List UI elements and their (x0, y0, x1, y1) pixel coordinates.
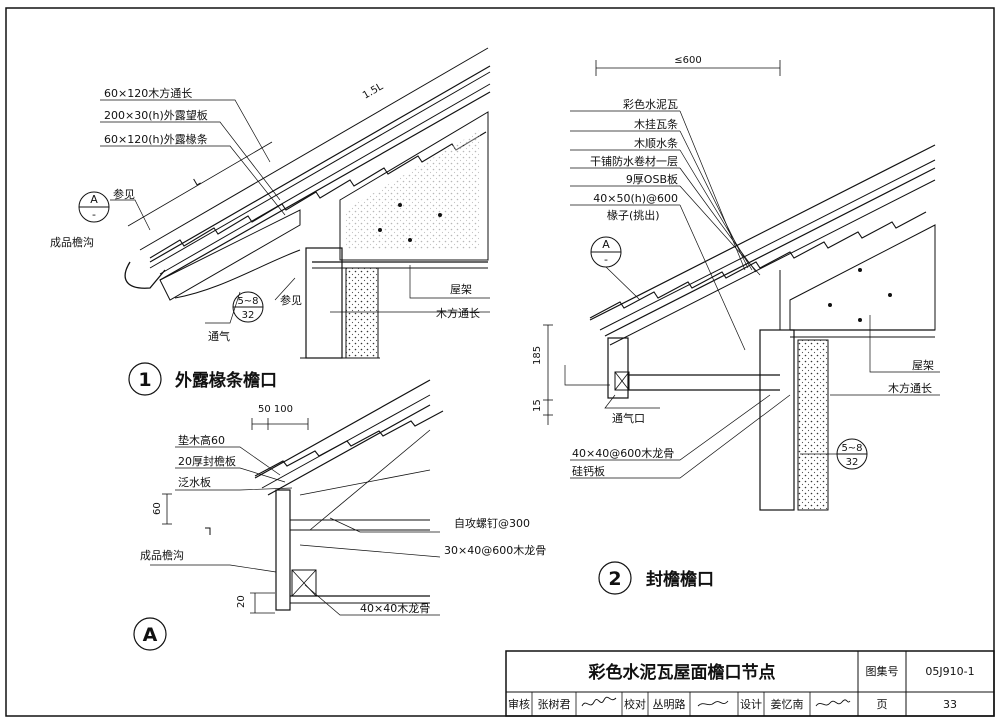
detail1-ref-a-bottom: - (92, 208, 96, 221)
detail2-ref-b-bubble (800, 438, 868, 470)
detailA-flash-label: 泛水板 (178, 475, 211, 489)
detail2-number-circle (598, 561, 632, 595)
page-number: 33 (943, 698, 957, 711)
detail2-batten-label: 木挂瓦条 (634, 117, 678, 131)
detail1-vent-label: 通气 (208, 329, 230, 343)
sheet-title: 彩色水泥瓦屋面檐口节点 (588, 662, 776, 683)
detail2-joist-label: 40×40@600木龙骨 (572, 447, 674, 460)
title-block (505, 650, 995, 717)
detail1-ref-b-bubble (232, 291, 264, 323)
detail2-beam-label: 木方通长 (888, 381, 932, 395)
detail2-osb-label: 9厚OSB板 (626, 172, 678, 186)
detail1-fascia-label: 200×30(h)外露望板 (104, 108, 208, 122)
detailA-number-circle (133, 617, 167, 651)
detailA-dims-label: 50 100 (258, 404, 293, 415)
detail2-ref-a-bottom: - (604, 253, 608, 266)
detail2-tile-label: 彩色水泥瓦 (623, 97, 678, 111)
detail2-ref-b-bottom: 32 (846, 457, 859, 468)
detail2-rafter-label: 40×50(h)@600 (593, 192, 678, 205)
detail2-ref-a-bubble (590, 236, 641, 301)
detail1-number: 1 (138, 369, 151, 391)
detail1-rafter-label: 60×120(h)外露椽条 (104, 132, 208, 146)
atlas-label: 图集号 (866, 664, 899, 678)
detailA-fascia-label: 20厚封檐板 (178, 454, 236, 468)
detail2-number: 2 (608, 568, 621, 590)
detail1-span-label: L (192, 176, 203, 189)
check-label: 校对 (624, 697, 646, 711)
designer-name: 姜忆南 (771, 697, 804, 711)
detail1-ref-a-bubble (78, 191, 110, 223)
detail2-board-label: 硅钙板 (572, 464, 605, 478)
detail1-slope-label: 1.5L (361, 81, 385, 101)
detail-2-drawing (543, 60, 940, 511)
reviewer-signature (581, 696, 617, 707)
detail2-truss-label: 屋架 (912, 359, 934, 372)
detail1-ref-a-top: A (90, 193, 98, 206)
detailA-screw-label: 自攻螺钉@300 (454, 516, 530, 530)
detail2-ref-b-top: 5~8 (841, 443, 862, 454)
design-label: 设计 (740, 698, 762, 711)
detailA-gutter-label: 成品檐沟 (140, 548, 184, 562)
reviewer-name: 张树君 (538, 697, 571, 711)
review-label: 审核 (508, 697, 530, 711)
detail1-beam-label: 木方通长 (436, 306, 480, 320)
detailA-dim20-label: 20 (236, 595, 247, 608)
detail1-gutter-label: 成品檐沟 (50, 235, 94, 249)
detail1-purlin-label: 60×120木方通长 (104, 86, 192, 100)
detail1-ref-b-top: 5~8 (237, 296, 258, 307)
detail2-dim1-label: 185 (532, 346, 543, 365)
detailA-joist-label: 30×40@600木龙骨 (444, 544, 546, 557)
detail2-rafter2-label: 椽子(挑出) (607, 208, 660, 222)
detailA-dim60-label: 60 (152, 502, 163, 515)
detail1-number-circle (128, 362, 162, 396)
detail2-dim2-label: 15 (532, 399, 543, 412)
detail2-ref-a-top: A (602, 238, 610, 251)
detailA-joist2-label: 40×40木龙骨 (360, 602, 430, 615)
detail2-vent-label: 通气口 (612, 411, 645, 425)
detail1-ref-b-bottom: 32 (242, 310, 255, 321)
detail1-refb-see-label: 参见 (280, 293, 302, 307)
designer-signature (815, 699, 851, 707)
detail1-title: 外露椽条檐口 (175, 370, 277, 391)
detail2-counter-label: 木顺水条 (634, 136, 678, 150)
detail-1-drawing (100, 47, 491, 359)
sheet-border (5, 7, 995, 717)
detail2-membrane-label: 干铺防水卷材一层 (590, 154, 678, 168)
detail-a-drawing (150, 379, 444, 616)
detail2-title: 封檐檐口 (646, 569, 714, 590)
detail1-see-label: 参见 (113, 187, 135, 201)
atlas-number: 05J910-1 (925, 665, 974, 678)
checker-signature (697, 700, 729, 707)
checker-name: 丛明路 (653, 698, 686, 711)
detailA-block-label: 垫木高60 (178, 433, 225, 447)
detail2-spacing-label: ≤600 (674, 55, 701, 66)
detail1-truss-label: 屋架 (450, 283, 472, 296)
detailA-number: A (143, 624, 158, 646)
page-label: 页 (877, 698, 888, 711)
